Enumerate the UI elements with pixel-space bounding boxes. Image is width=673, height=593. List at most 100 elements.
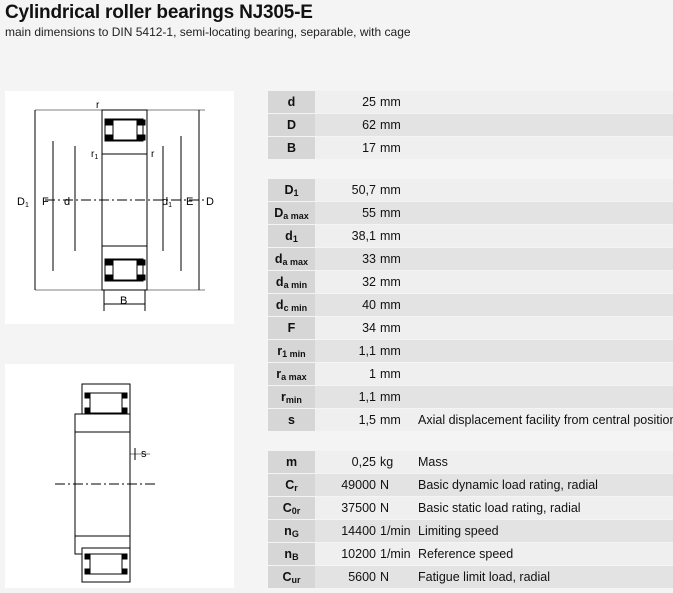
row-unit: 1/min [380, 524, 411, 538]
label-s: s [141, 448, 147, 460]
row-band [315, 271, 673, 293]
symbol-subscript: a max [282, 257, 309, 267]
row-value: 17 [362, 141, 376, 155]
symbol-main: D [274, 206, 284, 220]
row-unit: N [380, 570, 390, 584]
symbol-main: B [286, 141, 297, 155]
row-symbol: Da max [268, 202, 315, 224]
row-symbol: r1 min [268, 340, 315, 362]
bearing-dimension-drawing: r r1 r D1 F d d1 E D B [5, 91, 234, 324]
symbol-main: r [276, 367, 282, 381]
row-band [315, 386, 673, 408]
row-unit: N [380, 478, 390, 492]
row-symbol: D [268, 114, 315, 136]
symbol-main: n [284, 524, 292, 538]
row-band [315, 363, 673, 385]
bearing-dimension-svg: r r1 r D1 F d d1 E D B [17, 100, 214, 311]
row-symbol: d [268, 91, 315, 113]
symbol-subscript: min [285, 395, 302, 405]
row-value: 1 [369, 367, 376, 381]
symbol-main: n [284, 547, 293, 561]
symbol-main: d [274, 252, 283, 266]
row-symbol: m [268, 451, 315, 473]
row-unit: mm [380, 206, 401, 220]
row-unit: mm [380, 390, 401, 404]
symbol-subscript: r [294, 483, 298, 493]
symbol-main: C [282, 570, 292, 584]
row-unit: kg [380, 455, 394, 469]
row-symbol: rmin [268, 386, 315, 408]
symbol-main: m [285, 455, 298, 469]
symbol-subscript: a max [283, 211, 309, 221]
row-symbol: nG [268, 520, 315, 542]
row-symbol: Cur [268, 566, 315, 588]
row-band [315, 497, 673, 519]
row-symbol: da max [268, 248, 315, 270]
page-subtitle: main dimensions to DIN 5412-1, semi-loca… [5, 25, 411, 39]
symbol-main: C [282, 501, 292, 515]
symbol-main: d [275, 275, 284, 289]
row-band [315, 340, 673, 362]
row-band [315, 202, 673, 224]
row-band [315, 114, 673, 136]
row-value: 0,25 [351, 455, 376, 469]
axial-displacement-svg: s [55, 383, 155, 583]
row-band [315, 91, 673, 113]
row-symbol: ra max [268, 363, 315, 385]
row-band [315, 520, 673, 542]
row-unit: mm [380, 252, 401, 266]
row-description: Basic static load rating, radial [418, 501, 581, 515]
label-D1: D1 [17, 196, 29, 209]
row-description: Limiting speed [418, 524, 499, 538]
row-unit: 1/min [380, 547, 411, 561]
row-band [315, 409, 673, 431]
symbol-main: r [277, 344, 283, 358]
label-r-top: r [96, 100, 100, 111]
row-symbol: C0r [268, 497, 315, 519]
row-value: 49000 [341, 478, 376, 492]
row-value: 14400 [341, 524, 376, 538]
row-unit: mm [380, 321, 401, 335]
row-unit: mm [380, 183, 401, 197]
symbol-subscript: B [292, 552, 299, 562]
page-title: Cylindrical roller bearings NJ305-E [5, 2, 313, 23]
row-value: 40 [362, 298, 376, 312]
table-row: d 25 mm [268, 91, 673, 114]
row-symbol: d1 [268, 225, 315, 247]
symbol-subscript: 1 [292, 234, 298, 244]
row-symbol: da min [268, 271, 315, 293]
symbol-subscript: a max [281, 372, 307, 382]
symbol-main: s [288, 413, 295, 427]
row-unit: mm [380, 95, 401, 109]
row-symbol: F [268, 317, 315, 339]
symbol-main: C [285, 478, 295, 492]
row-value: 1,5 [358, 413, 376, 427]
symbol-main: D [284, 183, 294, 197]
symbol-subscript: a min [283, 280, 308, 290]
row-band [315, 451, 673, 473]
row-unit: mm [380, 141, 401, 155]
label-B: B [120, 295, 127, 307]
label-E: E [186, 196, 193, 208]
row-unit: N [380, 501, 390, 515]
row-value: 50,7 [351, 183, 376, 197]
symbol-main: r [281, 390, 286, 404]
row-value: 25 [362, 95, 376, 109]
row-unit: mm [380, 118, 401, 132]
label-F: F [42, 196, 49, 208]
symbol-subscript: ur [291, 575, 301, 585]
row-symbol: D1 [268, 179, 315, 201]
symbol-subscript: G [291, 529, 299, 539]
symbol-main: F [287, 321, 296, 335]
